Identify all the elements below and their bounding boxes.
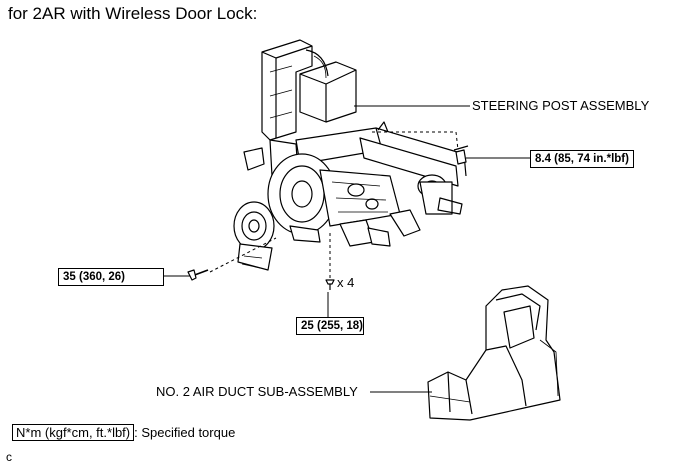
torque-spec-upper-right: 8.4 (85, 74 in.*lbf) (530, 150, 634, 168)
legend-unit-box: N*m (kgf*cm, ft.*lbf) (12, 424, 135, 441)
air-duct-sub-assembly-label: NO. 2 AIR DUCT SUB-ASSEMBLY (156, 384, 358, 399)
quantity-label: x 4 (337, 275, 355, 290)
steering-post-illustration (233, 39, 467, 271)
corner-code: c (6, 450, 12, 464)
bolt-bottom (325, 279, 335, 290)
bolt-upper-right (453, 145, 469, 165)
steering-post-assembly-label: STEERING POST ASSEMBLY (472, 98, 650, 113)
legend: N*m (kgf*cm, ft.*lbf): Specified torque (12, 424, 235, 442)
legend-description: : Specified torque (134, 425, 236, 440)
air-duct-illustration (427, 285, 561, 421)
torque-spec-bottom-bolts: 25 (255, 18) (296, 317, 364, 335)
torque-spec-left-bolt: 35 (360, 26) (58, 268, 164, 286)
page-title: for 2AR with Wireless Door Lock: (8, 4, 258, 23)
bolt-left (187, 269, 209, 281)
